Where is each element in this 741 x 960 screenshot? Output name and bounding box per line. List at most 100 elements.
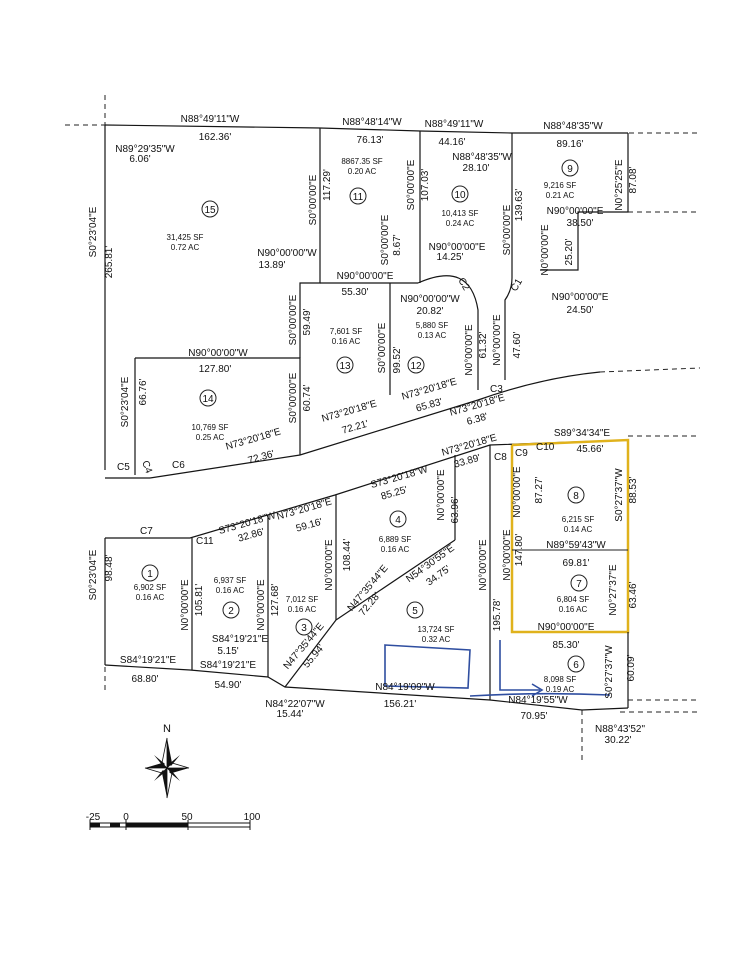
svg-text:S0°27'37"W: S0°27'37"W [604,645,615,699]
svg-text:0.16 AC: 0.16 AC [332,337,361,346]
svg-text:139.63': 139.63' [514,189,525,222]
svg-text:127.68': 127.68' [270,584,281,617]
svg-text:7,601 SF: 7,601 SF [330,327,363,336]
svg-text:61.32': 61.32' [478,331,489,358]
svg-text:147.80': 147.80' [514,534,525,567]
svg-text:3: 3 [301,623,307,634]
svg-text:9: 9 [567,164,573,175]
svg-text:0.25 AC: 0.25 AC [196,433,225,442]
svg-text:1: 1 [147,569,153,580]
svg-text:0.19 AC: 0.19 AC [546,685,575,694]
lot-9: 9 9,216 SF 0.21 AC [544,159,579,200]
svg-text:76.13': 76.13' [357,135,384,146]
svg-text:S0°00'00"E: S0°00'00"E [288,294,299,345]
svg-text:0.16 AC: 0.16 AC [381,545,410,554]
svg-text:N88°49'11"W: N88°49'11"W [181,114,240,125]
svg-text:89.16': 89.16' [557,139,584,150]
svg-text:13,724 SF: 13,724 SF [418,625,455,634]
svg-text:47.60': 47.60' [512,331,523,358]
scale-bar: -25 0 50 100 [86,812,261,830]
svg-text:28.10': 28.10' [463,163,490,174]
svg-text:N0°00'00"E: N0°00'00"E [478,539,489,590]
svg-text:63.96': 63.96' [450,496,461,523]
svg-text:S0°27'37"W: S0°27'37"W [614,468,625,522]
svg-text:5.15': 5.15' [217,646,238,657]
svg-text:N73°20'18"E: N73°20'18"E [276,496,334,522]
svg-text:8867.35 SF: 8867.35 SF [341,157,382,166]
svg-text:S0°00'00"E: S0°00'00"E [380,214,391,265]
svg-text:99.52': 99.52' [392,346,403,373]
svg-text:6,215 SF: 6,215 SF [562,515,595,524]
svg-text:6.06': 6.06' [129,154,150,165]
svg-text:N0°27'37"E: N0°27'37"E [608,564,619,615]
svg-text:0.16 AC: 0.16 AC [136,593,165,602]
svg-text:6: 6 [573,660,579,671]
svg-text:N90°00'00"E: N90°00'00"E [337,271,394,282]
svg-text:S84°19'21"E: S84°19'21"E [120,655,176,666]
svg-text:N0°00'00"E: N0°00'00"E [502,529,513,580]
svg-text:S0°00'00"E: S0°00'00"E [406,159,417,210]
svg-text:N0°00'00"E: N0°00'00"E [180,579,191,630]
svg-text:N73°20'18"E: N73°20'18"E [401,376,459,402]
hand-annotation [384,640,611,697]
north-arrow: N [144,723,190,799]
svg-text:6,937 SF: 6,937 SF [214,576,247,585]
svg-text:50: 50 [181,812,193,823]
svg-text:S89°34'34"E: S89°34'34"E [554,428,610,439]
curve-c8: C8 [494,452,507,463]
svg-text:59.16': 59.16' [295,517,324,535]
curve-c2: C2 [455,276,471,293]
svg-text:6,902 SF: 6,902 SF [134,583,167,592]
svg-text:72.21': 72.21' [341,419,370,437]
lot-4: 4 6,889 SF 0.16 AC [379,510,411,554]
north-block-lines [104,124,629,479]
svg-text:S0°00'00"E: S0°00'00"E [377,322,388,373]
svg-text:2: 2 [228,606,234,617]
svg-text:8.67': 8.67' [392,234,403,255]
lot-markers: 15 31,425 SF 0.72 AC 11 8867.35 SF 0.20 … [134,157,595,694]
svg-text:6,804 SF: 6,804 SF [557,595,590,604]
svg-text:12: 12 [410,361,422,372]
svg-text:N90°00'00"E: N90°00'00"E [429,242,486,253]
svg-text:55.30': 55.30' [342,287,369,298]
svg-text:N88°48'14"W: N88°48'14"W [342,117,402,128]
svg-text:7,012 SF: 7,012 SF [286,595,319,604]
svg-text:S84°19'21"E: S84°19'21"E [200,660,256,671]
lot-10: 10 10,413 SF 0.24 AC [442,185,479,228]
svg-text:68.80': 68.80' [132,674,159,685]
svg-text:4: 4 [395,515,401,526]
svg-text:S0°00'00"E: S0°00'00"E [308,174,319,225]
svg-text:0.16 AC: 0.16 AC [288,605,317,614]
svg-text:8,098 SF: 8,098 SF [544,675,577,684]
curve-c6: C6 [172,460,185,471]
svg-text:N90°00'00"E: N90°00'00"E [538,622,595,633]
svg-text:24.50': 24.50' [567,305,594,316]
north-arrow-icon [167,738,172,768]
svg-text:0.16 AC: 0.16 AC [559,605,588,614]
svg-text:S0°23'04"E: S0°23'04"E [88,549,99,600]
north-label: N [163,723,171,735]
svg-text:63.46': 63.46' [628,581,639,608]
svg-text:S0°00'00"E: S0°00'00"E [288,372,299,423]
svg-text:45.66': 45.66' [577,444,604,455]
svg-text:N88°43'52": N88°43'52" [595,724,645,735]
svg-text:0.16 AC: 0.16 AC [216,586,245,595]
lot-12: 12 5,880 SF 0.13 AC [407,321,448,374]
svg-text:N0°00'00"E: N0°00'00"E [464,324,475,375]
lot-3: 3 7,012 SF 0.16 AC [286,595,319,636]
svg-text:88.53': 88.53' [628,476,639,503]
svg-text:N0°00'00"E: N0°00'00"E [512,466,523,517]
svg-text:117.29': 117.29' [322,169,333,201]
svg-text:60.09': 60.09' [626,654,637,681]
svg-text:0.24 AC: 0.24 AC [446,219,475,228]
svg-text:7: 7 [576,579,582,590]
svg-text:S0°23'04"E: S0°23'04"E [120,376,131,427]
svg-text:100: 100 [244,812,261,823]
svg-text:60.74': 60.74' [302,384,313,411]
svg-text:0.32 AC: 0.32 AC [422,635,451,644]
svg-text:N90°00'00"W: N90°00'00"W [400,294,460,305]
svg-text:N0°00'00"E: N0°00'00"E [256,579,267,630]
svg-text:15: 15 [204,205,216,216]
svg-text:69.81': 69.81' [563,558,590,569]
